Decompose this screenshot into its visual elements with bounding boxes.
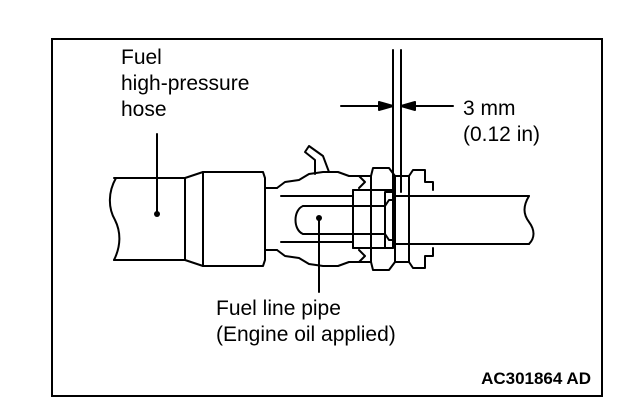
hose-fitting: [184, 171, 266, 267]
hose-body: [113, 177, 186, 261]
pipe-label-line-1: Fuel line pipe: [216, 297, 341, 320]
pipe-label: Fuel line pipe (Engine oil applied): [216, 296, 396, 348]
retainer-clip: [304, 145, 330, 175]
fuel-line-pipe: [302, 195, 530, 245]
diagram-frame: Fuel high-pressure hose 3 mm (0.12 in) F…: [51, 38, 603, 397]
dimension-arrow-left: [378, 101, 394, 111]
fuel-connector-drawing: [108, 49, 535, 293]
connector-bore: [280, 189, 394, 249]
dimension-arrow-right: [400, 101, 416, 111]
dimension-label: 3 mm (0.12 in): [463, 96, 540, 148]
dimension-label-in: (0.12 in): [463, 123, 541, 146]
dimension-label-mm: 3 mm: [463, 97, 516, 120]
connector-housing-top: [276, 167, 434, 191]
pipe-nose: [294, 205, 304, 235]
pipe-leader-dot: [316, 215, 322, 221]
pipe-bead: [384, 191, 394, 249]
connector-seal-bottom: [358, 249, 366, 263]
hose-label-line-1: Fuel: [121, 46, 162, 69]
connector-housing-bottom: [276, 247, 434, 271]
hose-leader-dot: [154, 211, 160, 217]
hose-label-line-3: hose: [121, 98, 167, 121]
figure-code: AC301864 AD: [481, 369, 591, 388]
hose-break-line: [108, 177, 121, 261]
pipe-label-line-2: (Engine oil applied): [216, 323, 396, 346]
hose-label: Fuel high-pressure hose: [121, 45, 249, 123]
pipe-break-line: [523, 195, 535, 245]
connector-seal-top: [358, 175, 366, 189]
hose-label-line-2: high-pressure: [121, 72, 250, 95]
